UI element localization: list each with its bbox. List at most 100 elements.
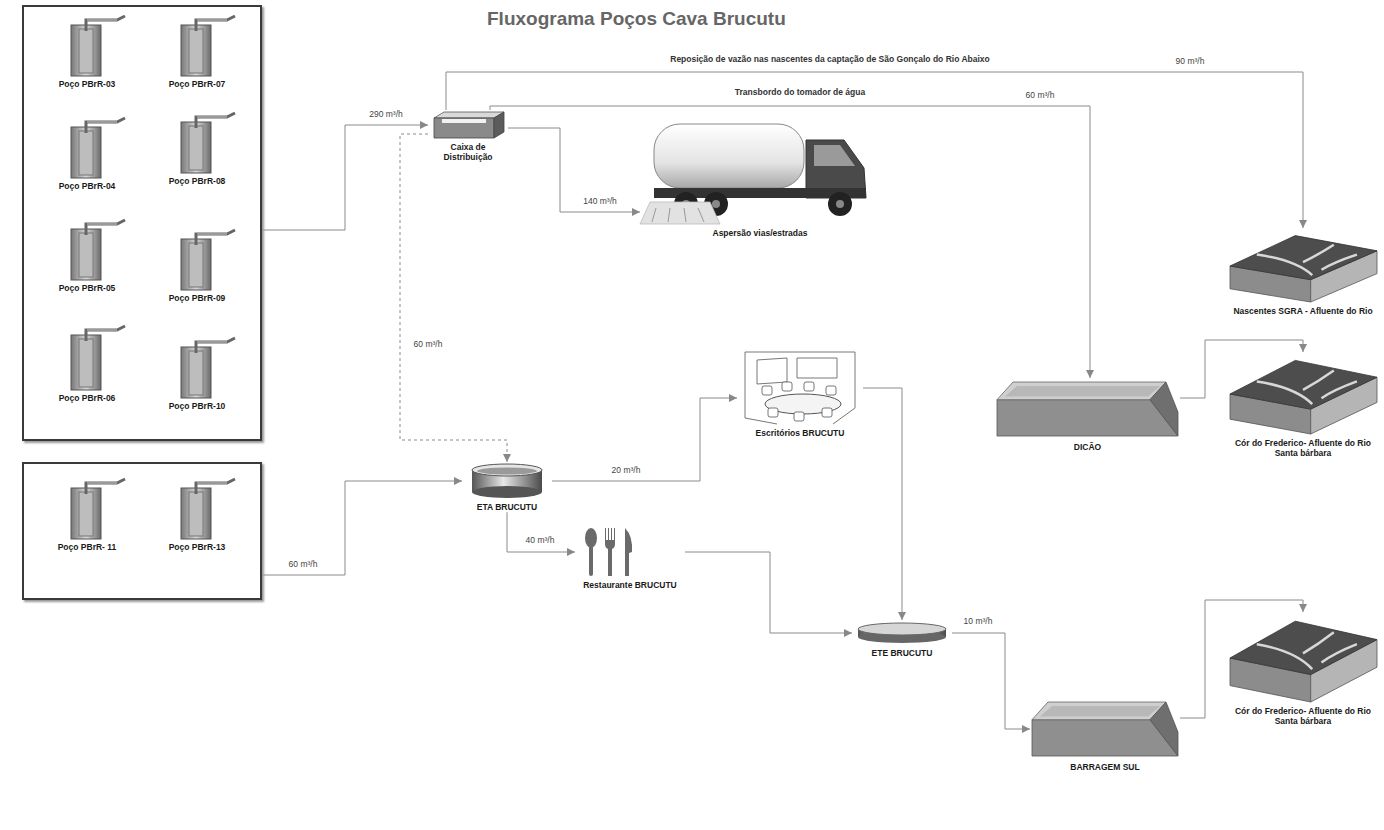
well-pipe bbox=[86, 118, 125, 133]
well-shaft bbox=[79, 492, 93, 536]
office-chair bbox=[762, 386, 772, 395]
knife bbox=[625, 528, 632, 576]
truck-hub bbox=[712, 200, 720, 208]
well-node: Poço PBrR-10 bbox=[149, 337, 245, 411]
node-label: ETA BRUCUTU bbox=[462, 500, 552, 512]
icon-face bbox=[1230, 360, 1377, 409]
node-icon bbox=[149, 15, 245, 77]
node-icon bbox=[1226, 612, 1380, 704]
icon-face bbox=[442, 119, 486, 123]
node-label: Poço PBrR-09 bbox=[149, 291, 245, 303]
sewage-plant: ETE BRUCUTU bbox=[852, 620, 952, 658]
well-casing bbox=[71, 488, 101, 539]
well-pipe bbox=[86, 479, 125, 494]
node-icon bbox=[149, 478, 245, 540]
icon-group bbox=[640, 124, 866, 224]
dam-node: BARRAGEM SUL bbox=[1030, 698, 1180, 772]
icon-group bbox=[71, 16, 125, 76]
office-chair bbox=[794, 412, 804, 421]
icon-group bbox=[997, 382, 1178, 436]
node-icon bbox=[995, 378, 1180, 440]
treatment-tank: ETA BRUCUTU bbox=[462, 462, 552, 512]
well-pipe bbox=[196, 16, 235, 31]
node-icon bbox=[640, 118, 880, 226]
well-shaft bbox=[189, 351, 203, 395]
well-shaft bbox=[189, 126, 203, 170]
truck-tank bbox=[654, 124, 804, 188]
icon-face bbox=[494, 112, 504, 138]
well-node: Poço PBrR-07 bbox=[149, 15, 245, 89]
office-chair bbox=[804, 382, 814, 391]
node-icon bbox=[462, 462, 552, 500]
flow-rate: 60 m³/h bbox=[412, 340, 445, 349]
flow-rate: 60 m³/h bbox=[287, 560, 320, 569]
node-label: ETE BRUCUTU bbox=[852, 646, 952, 658]
well-casing bbox=[181, 25, 211, 76]
office-node: Escritórios BRUCUTU bbox=[737, 348, 863, 438]
distribution-box: Caixa de Distribuição bbox=[428, 110, 508, 162]
well-pipe bbox=[196, 230, 235, 245]
river-lines bbox=[1257, 370, 1357, 404]
flow-rate: 140 m³/h bbox=[581, 197, 619, 206]
well-pipe bbox=[196, 113, 235, 128]
icon-group bbox=[1230, 236, 1377, 302]
node-icon bbox=[149, 229, 245, 291]
truck-hub bbox=[836, 200, 844, 208]
flow-connector bbox=[552, 398, 737, 481]
well-pipe bbox=[196, 479, 235, 494]
flow-connector bbox=[952, 633, 1030, 729]
truck-window bbox=[814, 145, 855, 166]
well-pipe bbox=[196, 338, 235, 353]
well-pipe-highlight bbox=[197, 342, 227, 343]
spoon-bowl bbox=[585, 528, 597, 548]
node-icon bbox=[39, 117, 135, 179]
icon-face bbox=[997, 382, 1166, 400]
office-walls bbox=[745, 352, 855, 424]
icon-group bbox=[181, 479, 235, 539]
well-node: Poço PBrR-13 bbox=[149, 478, 245, 552]
well-pipe-highlight bbox=[87, 483, 117, 484]
icon-face bbox=[434, 118, 494, 138]
flow-rate: 290 m³/h bbox=[367, 110, 405, 119]
node-label: Aspersão vias/estradas bbox=[640, 226, 880, 238]
office-chair bbox=[826, 386, 836, 395]
well-pipe-highlight bbox=[197, 234, 227, 235]
disc-top bbox=[858, 623, 946, 635]
well-casing bbox=[71, 25, 101, 76]
node-label: Poço PBrR-04 bbox=[39, 179, 135, 191]
node-icon bbox=[39, 219, 135, 281]
river-terrain: Nascentes SGRA - Afluente do Rio bbox=[1226, 228, 1380, 316]
well-node: Poço PBrR-09 bbox=[149, 229, 245, 303]
well-casing bbox=[181, 239, 211, 290]
well-casing bbox=[71, 229, 101, 280]
node-label: BARRAGEM SUL bbox=[1030, 760, 1180, 772]
well-node: Poço PBrR-05 bbox=[39, 219, 135, 293]
river-lines bbox=[1257, 245, 1357, 275]
well-shaft bbox=[189, 243, 203, 287]
icon-group bbox=[181, 113, 235, 173]
well-group: Poço PBrR-03Poço PBrR-07Poço PBrR-04Poço… bbox=[22, 5, 262, 441]
node-label: Caixa de Distribuição bbox=[428, 140, 508, 162]
icon-face bbox=[1005, 386, 1160, 397]
well-pipe-highlight bbox=[197, 117, 227, 118]
well-pipe-highlight bbox=[87, 20, 117, 21]
node-icon bbox=[39, 15, 135, 77]
well-casing bbox=[71, 127, 101, 178]
flow-rate: 10 m³/h bbox=[962, 617, 995, 626]
flow-connector bbox=[400, 134, 507, 462]
node-label: Cór do Frederico- Afluente do Rio Santa … bbox=[1226, 436, 1380, 458]
flow-note: Reposição de vazão nas nascentes da capt… bbox=[668, 55, 991, 64]
flow-connector bbox=[863, 388, 902, 620]
icon-group bbox=[585, 528, 632, 576]
flow-connector bbox=[262, 125, 428, 230]
flow-rate: 20 m³/h bbox=[610, 466, 643, 475]
well-shaft bbox=[79, 339, 93, 387]
well-pipe-highlight bbox=[87, 224, 117, 225]
tank-top bbox=[472, 464, 542, 476]
node-icon bbox=[575, 526, 685, 578]
restaurant-node: Restaurante BRUCUTU bbox=[575, 526, 685, 590]
spoon-handle bbox=[589, 546, 593, 576]
node-icon bbox=[1030, 698, 1180, 760]
node-label: Poço PBrR-13 bbox=[149, 540, 245, 552]
well-pipe-highlight bbox=[87, 330, 117, 331]
